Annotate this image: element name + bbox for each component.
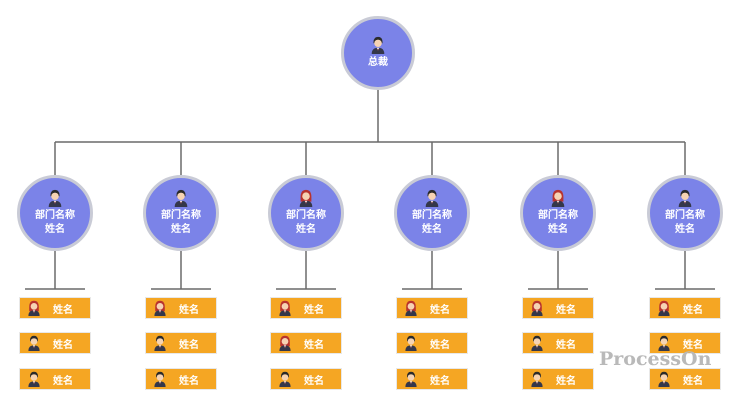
staff-card[interactable]: 姓名 (270, 297, 342, 319)
watermark: ProcessOn (599, 348, 712, 370)
department-head-name: 姓名 (171, 224, 191, 235)
department-node-5[interactable]: 部门名称姓名 (520, 175, 596, 251)
staff-name: 姓名 (430, 375, 450, 387)
staff-name: 姓名 (304, 339, 324, 351)
female-avatar-icon (405, 300, 417, 316)
department-node-3[interactable]: 部门名称姓名 (268, 175, 344, 251)
male-avatar-icon (174, 189, 188, 207)
department-head-name: 姓名 (422, 224, 442, 235)
male-avatar-icon (531, 335, 543, 351)
male-avatar-icon (154, 335, 166, 351)
staff-name: 姓名 (556, 375, 576, 387)
department-node-2[interactable]: 部门名称姓名 (143, 175, 219, 251)
root-node-title: 总裁 (368, 57, 388, 68)
male-avatar-icon (658, 335, 670, 351)
staff-card[interactable]: 姓名 (145, 368, 217, 390)
staff-name: 姓名 (53, 375, 73, 387)
male-avatar-icon (531, 371, 543, 387)
staff-name: 姓名 (683, 339, 703, 351)
department-node-6[interactable]: 部门名称姓名 (647, 175, 723, 251)
staff-name: 姓名 (430, 339, 450, 351)
staff-card[interactable]: 姓名 (270, 332, 342, 354)
staff-card[interactable]: 姓名 (19, 297, 91, 319)
staff-name: 姓名 (53, 339, 73, 351)
staff-name: 姓名 (683, 304, 703, 316)
staff-card[interactable]: 姓名 (145, 332, 217, 354)
male-avatar-icon (658, 371, 670, 387)
male-avatar-icon (154, 371, 166, 387)
male-avatar-icon (678, 189, 692, 207)
department-name: 部门名称 (665, 210, 705, 221)
staff-card[interactable]: 姓名 (649, 297, 721, 319)
female-avatar-icon (154, 300, 166, 316)
staff-name: 姓名 (53, 304, 73, 316)
staff-card[interactable]: 姓名 (649, 332, 721, 354)
staff-card[interactable]: 姓名 (396, 368, 468, 390)
male-avatar-icon (48, 189, 62, 207)
department-name: 部门名称 (538, 210, 578, 221)
female-avatar-icon (279, 300, 291, 316)
department-node-1[interactable]: 部门名称姓名 (17, 175, 93, 251)
male-avatar-icon (28, 335, 40, 351)
staff-name: 姓名 (430, 304, 450, 316)
female-avatar-icon (299, 189, 313, 207)
department-node-4[interactable]: 部门名称姓名 (394, 175, 470, 251)
department-head-name: 姓名 (296, 224, 316, 235)
male-avatar-icon (405, 371, 417, 387)
department-name: 部门名称 (286, 210, 326, 221)
staff-name: 姓名 (179, 339, 199, 351)
male-avatar-icon (28, 371, 40, 387)
staff-card[interactable]: 姓名 (19, 368, 91, 390)
male-avatar-icon (371, 36, 385, 54)
root-node-ceo[interactable]: 总裁 (341, 16, 415, 90)
staff-card[interactable]: 姓名 (396, 297, 468, 319)
department-name: 部门名称 (412, 210, 452, 221)
female-avatar-icon (279, 335, 291, 351)
department-name: 部门名称 (35, 210, 75, 221)
staff-card[interactable]: 姓名 (19, 332, 91, 354)
staff-name: 姓名 (304, 304, 324, 316)
female-avatar-icon (531, 300, 543, 316)
staff-card[interactable]: 姓名 (396, 332, 468, 354)
male-avatar-icon (405, 335, 417, 351)
department-head-name: 姓名 (45, 224, 65, 235)
department-head-name: 姓名 (548, 224, 568, 235)
staff-name: 姓名 (556, 339, 576, 351)
female-avatar-icon (658, 300, 670, 316)
male-avatar-icon (425, 189, 439, 207)
male-avatar-icon (279, 371, 291, 387)
female-avatar-icon (551, 189, 565, 207)
staff-card[interactable]: 姓名 (649, 368, 721, 390)
staff-card[interactable]: 姓名 (145, 297, 217, 319)
staff-card[interactable]: 姓名 (270, 368, 342, 390)
department-head-name: 姓名 (675, 224, 695, 235)
staff-card[interactable]: 姓名 (522, 332, 594, 354)
staff-name: 姓名 (683, 375, 703, 387)
staff-name: 姓名 (179, 304, 199, 316)
staff-name: 姓名 (179, 375, 199, 387)
staff-name: 姓名 (304, 375, 324, 387)
department-name: 部门名称 (161, 210, 201, 221)
staff-card[interactable]: 姓名 (522, 368, 594, 390)
female-avatar-icon (28, 300, 40, 316)
staff-card[interactable]: 姓名 (522, 297, 594, 319)
staff-name: 姓名 (556, 304, 576, 316)
